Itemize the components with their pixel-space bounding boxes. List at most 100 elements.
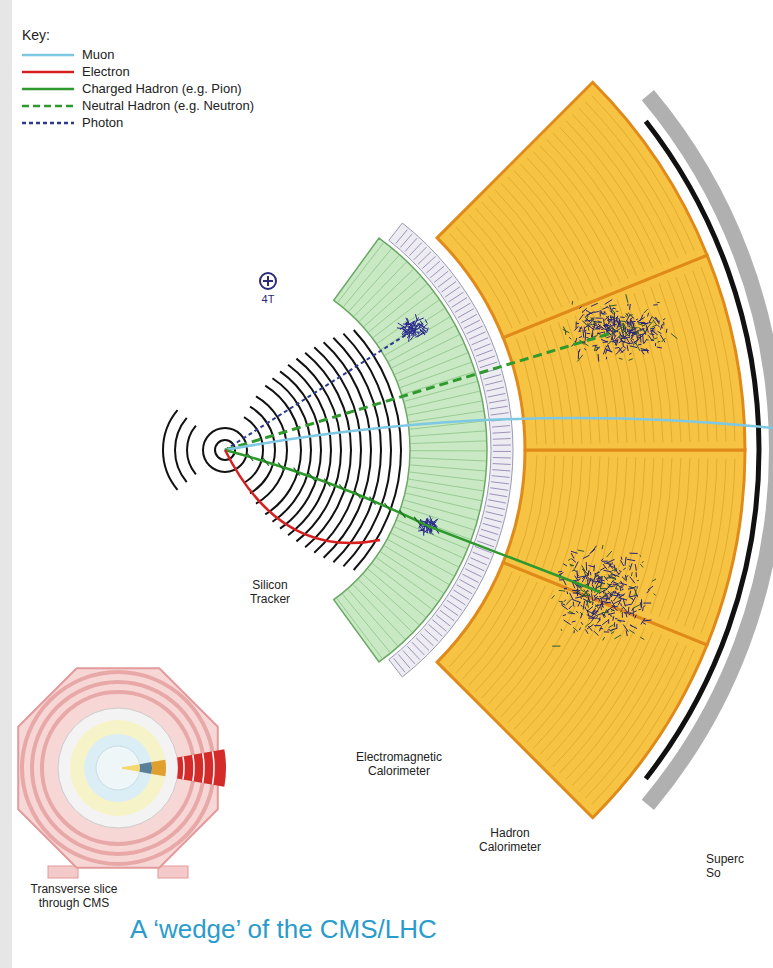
shower-stroke [599,596,601,598]
shower-stroke [625,576,626,580]
shower-stroke [632,339,634,340]
preshower-strip [454,590,469,599]
shower-stroke [595,326,600,329]
tracker-layer [175,418,187,482]
shower-stroke [631,587,635,588]
shower-stroke [603,637,605,640]
shower-stroke [589,549,594,554]
shower-stroke [401,328,407,332]
ecal-crystal [359,269,413,321]
tracker-layer [305,353,351,547]
shower-stroke [597,328,600,330]
shower-stroke [626,335,628,336]
preshower-strip [486,512,504,516]
legend-row: Muon [22,47,115,62]
shower-stroke [407,327,414,330]
shower-stroke [424,331,425,335]
preshower-band [389,223,513,677]
hcal-layer [676,277,708,442]
inset-coil [58,708,178,828]
hcal-layer [550,456,573,575]
shower-stroke [640,637,644,639]
shower-stroke [666,329,668,333]
shower-stroke [638,344,642,346]
legend-row: Photon [22,115,123,130]
shower-stroke [619,587,621,591]
shower-stroke [577,589,581,593]
field-label: 4T [256,293,280,306]
legend-row: Neutral Hadron (e.g. Neutron) [22,98,254,113]
shower-stroke [622,342,623,346]
ecal-crystal [372,563,431,609]
shower-stroke [561,603,565,605]
shower-stroke [585,629,588,633]
shower-stroke [594,631,598,635]
shower-stroke [571,559,576,563]
shower-stroke [625,557,626,566]
legend-line [22,87,74,90]
shower-stroke [621,560,624,566]
shower-stroke [607,551,612,557]
shower-stroke [634,611,637,612]
hcal-layer [488,196,562,307]
shower-stroke [631,327,638,328]
shower-stroke [587,577,589,581]
preshower-strip [470,558,486,565]
hcal-layer [668,458,699,620]
shower-stroke [635,332,638,333]
shower-stroke [585,316,588,322]
shower-stroke [630,577,635,584]
ecal-crystal [381,309,444,350]
ecal-crystal [388,540,454,576]
shower-stroke [652,579,656,582]
shower-stroke [612,562,613,564]
hcal-layer [617,299,645,442]
shower-stroke [577,574,579,576]
shower-stroke [655,343,656,346]
shower-stroke [600,604,602,610]
shower-stroke [620,334,623,337]
hcal-layer [547,625,637,761]
shower-stroke [587,333,590,334]
preshower-strip [480,362,497,368]
field-symbol [260,273,276,289]
legend-line [22,121,74,124]
shower-stroke [607,596,610,600]
shower-stroke [653,320,657,326]
ecal-crystal [395,344,464,375]
shower-stroke [602,307,607,309]
ecal-crystal [368,569,426,617]
shower-stroke [570,565,574,566]
ecal-crystal [364,277,420,327]
part-label: Superc So [706,852,756,881]
shower-stroke [627,304,629,306]
ecal-crystal [353,585,405,639]
hcal-layer [495,190,570,304]
shower-stroke [595,625,597,627]
shower-stroke [563,614,566,615]
hcal-layer [501,183,578,300]
shower-stroke [588,626,592,631]
shower-stroke [570,593,573,600]
shower-stroke [606,316,608,318]
hit-mark [370,497,376,505]
shower-stroke [657,302,660,303]
shower-stroke [619,348,623,353]
ecal-crystal [348,590,398,646]
shower-stroke [614,622,615,627]
shower-stroke [602,561,608,562]
shower-stroke [638,324,644,326]
shower-stroke [572,301,573,305]
inset-foot [48,866,78,878]
preshower-strip [469,332,485,339]
shower-stroke [607,320,610,325]
shower-stroke [651,331,654,338]
shower-stroke [610,593,611,595]
shower-stroke [616,584,618,589]
hcal-border [503,450,745,645]
shower-stroke [595,604,598,608]
shower-stroke [629,553,637,554]
shower-stroke [638,327,646,332]
preshower-strip [493,463,511,465]
legend-row: Charged Hadron (e.g. Pion) [22,81,242,96]
